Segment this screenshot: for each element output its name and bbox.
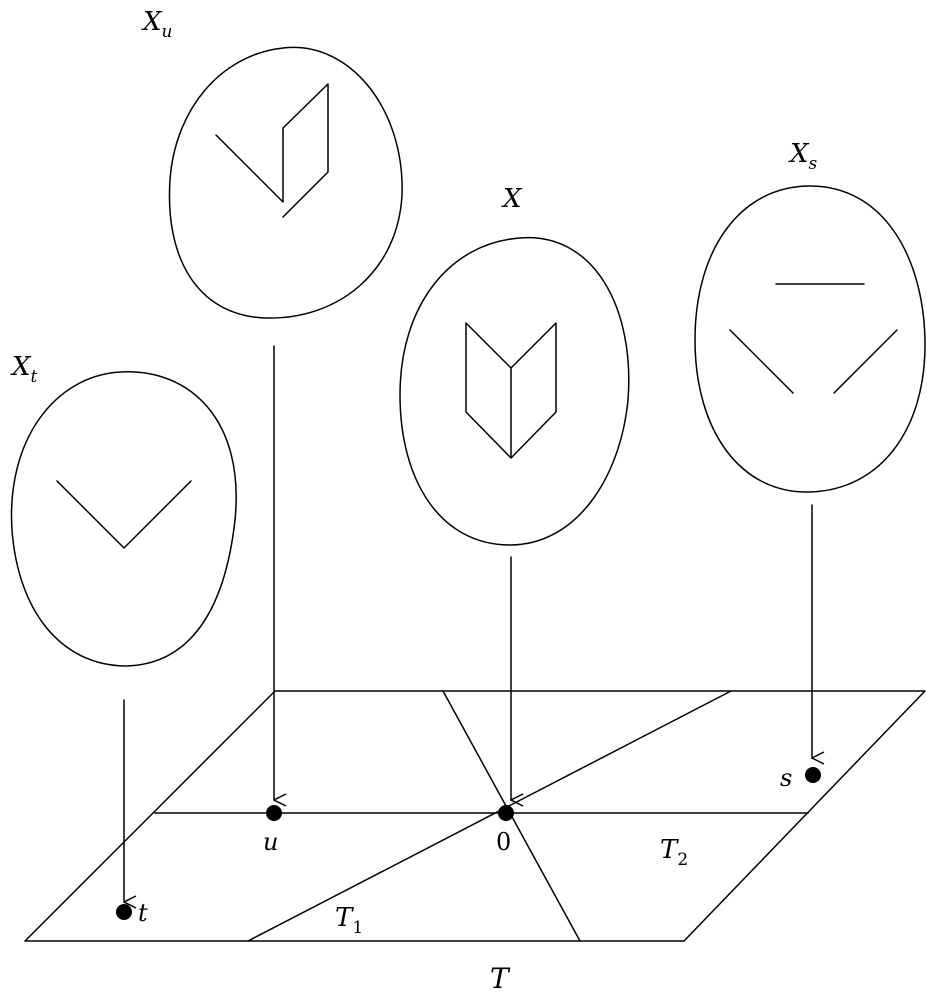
fiber-X-oval [399,237,630,546]
base-T [24,690,926,942]
base-diagonal-line [247,690,732,942]
fiber-X_s-segment-left [729,329,794,394]
label-X_t-sub: t [31,367,38,387]
label-X_u: Xu [141,7,172,42]
label-T2-sub: 2 [677,850,688,870]
label-X_s-sub: s [809,154,818,174]
fiber-X-curve [465,322,557,459]
label-point-u: u [263,828,278,856]
label-T1-main: T [335,903,354,933]
fiber-X_u [168,46,403,319]
base-parallelogram [24,690,926,942]
fiber-X_u-oval [168,46,403,319]
fiber-X_s [694,185,926,493]
fiber-X [399,237,630,546]
point-s-dot [805,767,821,783]
label-X: X [501,184,523,214]
label-T2-main: T [660,835,679,865]
label-X_s-main: X [788,139,810,169]
label-X_t: Xt [10,352,38,387]
fiber-X_t-curve [56,480,192,549]
label-point-s: s [780,764,792,792]
label-base-T: T [490,962,511,995]
fiber-X_t [10,371,237,667]
label-point-0: 0 [496,828,511,856]
label-X_u-main: X [141,7,163,37]
label-T2: T2 [660,835,688,870]
label-X_s: Xs [788,139,818,174]
point-t-dot [116,904,132,920]
fiber-X_s-segment-right [833,329,898,394]
label-point-t: t [138,899,148,927]
point-u-dot [266,805,282,821]
label-T1: T1 [335,903,363,938]
label-X_u-sub: u [162,22,173,42]
fiber-X_s-oval [694,185,926,493]
label-X_t-main: X [10,352,32,382]
point-0-dot [498,805,514,821]
label-T1-sub: 1 [352,918,363,938]
fiber-X_t-oval [10,371,237,667]
fiber-X_u-curve [215,83,329,218]
